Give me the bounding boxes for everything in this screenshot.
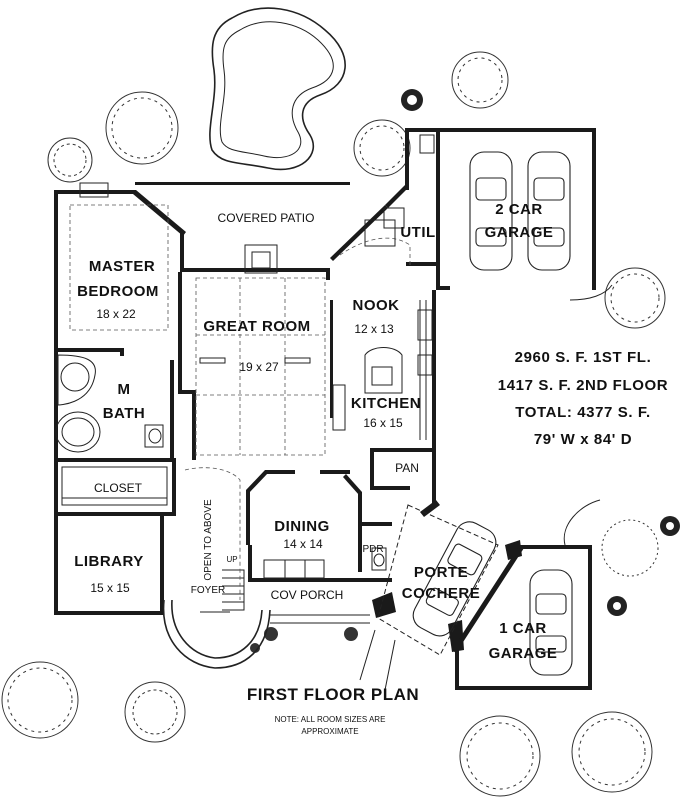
closet-label: CLOSET xyxy=(94,481,143,495)
master-bedroom-label-1: MASTER xyxy=(89,258,155,275)
one-car-garage-label-1: 1 CAR xyxy=(499,620,547,637)
dining-dim: 14 x 14 xyxy=(283,537,323,551)
landscaping xyxy=(1,51,680,797)
two-car-garage-label-1: 2 CAR xyxy=(495,201,543,218)
master-bedroom-dim: 18 x 22 xyxy=(96,307,136,321)
master-bath-label-1: M xyxy=(118,381,131,398)
stats-total: TOTAL: 4377 S. F. xyxy=(515,404,651,421)
util-label: UTIL xyxy=(400,224,435,241)
covered-patio-label: COVERED PATIO xyxy=(218,211,315,225)
plan-note-line-2: APPROXIMATE xyxy=(301,727,358,736)
plan-title: FIRST FLOOR PLAN xyxy=(247,685,419,704)
porte-cochere-label-1: PORTE xyxy=(414,564,468,581)
powder-room-label: PDR xyxy=(362,544,383,555)
master-bath-label-2: BATH xyxy=(103,405,146,422)
nook-dim: 12 x 13 xyxy=(354,322,394,336)
garage-cars xyxy=(412,151,573,676)
interior-details xyxy=(55,134,499,656)
dining-label: DINING xyxy=(274,518,330,535)
pantry-label: PAN xyxy=(395,461,419,475)
library-label: LIBRARY xyxy=(74,553,144,570)
foyer-label: FOYER xyxy=(191,585,225,596)
porte-cochere-label-2: COCHERE xyxy=(402,585,481,602)
library-dim: 15 x 15 xyxy=(90,581,130,595)
pool xyxy=(209,7,346,171)
cov-porch-label: COV PORCH xyxy=(271,588,344,602)
kitchen-label: KITCHEN xyxy=(351,395,421,412)
plan-note-line-1: NOTE: ALL ROOM SIZES ARE xyxy=(275,715,386,724)
kitchen-dim: 16 x 15 xyxy=(363,416,403,430)
walls xyxy=(54,128,596,690)
great-room-label: GREAT ROOM xyxy=(203,318,310,335)
open-to-above-label: OPEN TO ABOVE xyxy=(203,499,214,581)
stats-second-floor: 1417 S. F. 2ND FLOOR xyxy=(498,377,668,394)
two-car-garage-label-2: GARAGE xyxy=(485,224,554,241)
nook-label: NOOK xyxy=(353,297,400,314)
master-bedroom-label-2: BEDROOM xyxy=(77,283,159,300)
stats-first-floor: 2960 S. F. 1ST FL. xyxy=(515,349,652,366)
stats-dimensions: 79' W x 84' D xyxy=(534,431,632,448)
great-room-dim: 19 x 27 xyxy=(239,360,279,374)
one-car-garage-label-2: GARAGE xyxy=(489,645,558,662)
stair-up-label: UP xyxy=(226,555,237,564)
